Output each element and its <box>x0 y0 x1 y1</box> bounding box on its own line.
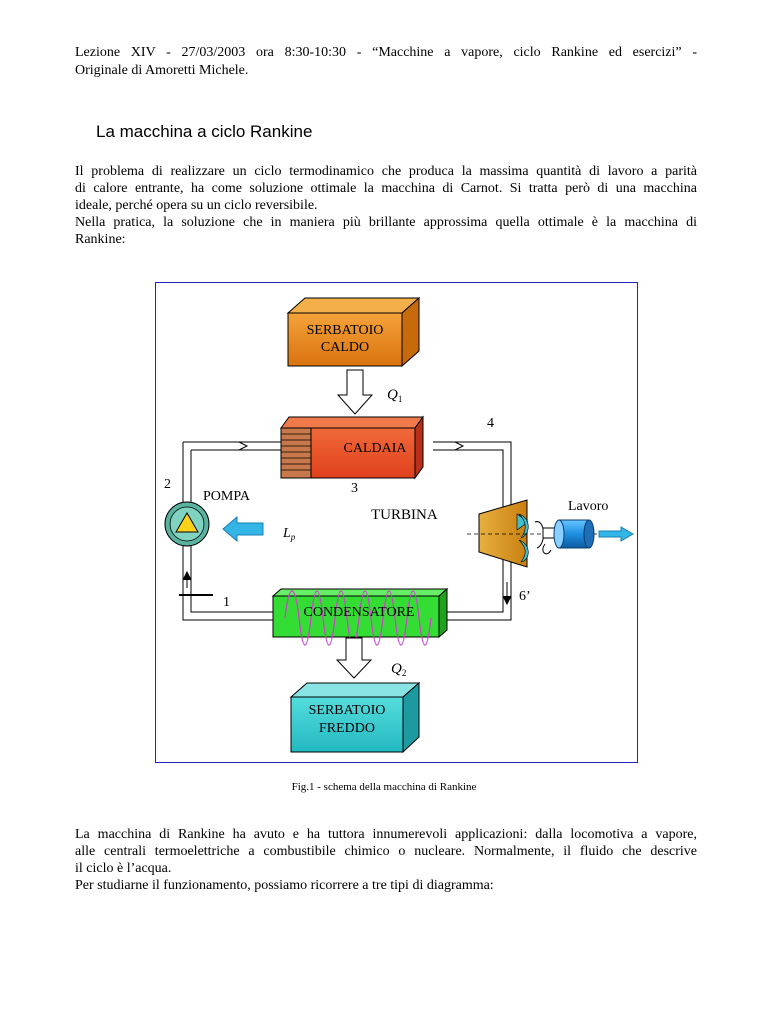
cold-reservoir-label-1: SERBATOIO <box>309 703 386 718</box>
pump-label: POMPA <box>203 489 251 504</box>
figure-caption: Fig.1 - schema della macchina di Rankine <box>291 781 477 793</box>
flow-arrows <box>179 441 512 606</box>
intro-line: Nella pratica, la soluzione che in manie… <box>75 215 697 230</box>
point-4-label: 4 <box>487 416 494 431</box>
after-line: Per studiarne il funzionamento, possiamo… <box>75 878 494 893</box>
pump-work-arrow <box>222 515 264 543</box>
pipe-loop <box>182 441 512 621</box>
q2-label: Q2 <box>391 661 406 678</box>
rankine-diagram: SERBATOIO CALDO Q1 CALDAIA 4 3 2 POMPA T… <box>155 282 638 763</box>
point-2-label: 2 <box>164 477 171 492</box>
intro-line: Il problema di realizzare un ciclo termo… <box>75 164 697 179</box>
section-title: La macchina a ciclo Rankine <box>96 122 313 141</box>
cold-reservoir: SERBATOIO FREDDO <box>289 681 421 754</box>
page-header: Lezione XIV - 27/03/2003 ora 8:30-10:30 … <box>75 44 697 80</box>
hot-reservoir-label-2: CALDO <box>321 340 369 355</box>
hot-reservoir-label-1: SERBATOIO <box>307 323 384 338</box>
point-3-label: 3 <box>351 481 358 496</box>
header-line-1: Lezione XIV - 27/03/2003 ora 8:30-10:30 … <box>75 45 697 60</box>
after-line: alle centrali termoelettriche a combusti… <box>75 844 697 859</box>
intro-paragraphs: Il problema di realizzare un ciclo termo… <box>75 163 697 248</box>
q1-label: Q1 <box>387 387 402 404</box>
point-1-label: 1 <box>223 595 230 610</box>
point-6-label: 6’ <box>519 589 531 604</box>
q1-arrow <box>336 369 374 415</box>
condenser: CONDENSATORE <box>271 587 449 646</box>
intro-line: Rankine: <box>75 232 126 247</box>
after-line: La macchina di Rankine ha avuto e ha tut… <box>75 827 697 842</box>
cold-reservoir-label-2: FREDDO <box>319 721 375 736</box>
boiler-label: CALDAIA <box>344 441 408 456</box>
work-label: Lavoro <box>568 499 608 514</box>
intro-line: ideale, perché opera su un ciclo reversi… <box>75 198 318 213</box>
q2-arrow <box>335 637 373 679</box>
lp-label: Lp <box>282 526 296 542</box>
intro-line: di calore entrante, ha come soluzione ot… <box>75 181 697 196</box>
after-paragraphs: La macchina di Rankine ha avuto e ha tut… <box>75 826 697 894</box>
turbine-label: TURBINA <box>371 507 438 523</box>
turbine <box>467 499 615 568</box>
condenser-label: CONDENSATORE <box>304 605 415 620</box>
hot-reservoir: SERBATOIO CALDO <box>286 296 421 368</box>
boiler: CALDAIA <box>280 415 424 480</box>
after-line: il ciclo è l’acqua. <box>75 861 172 876</box>
pump <box>164 501 210 547</box>
header-line-2: Originale di Amoretti Michele. <box>75 63 249 78</box>
work-cylinder <box>553 519 634 549</box>
